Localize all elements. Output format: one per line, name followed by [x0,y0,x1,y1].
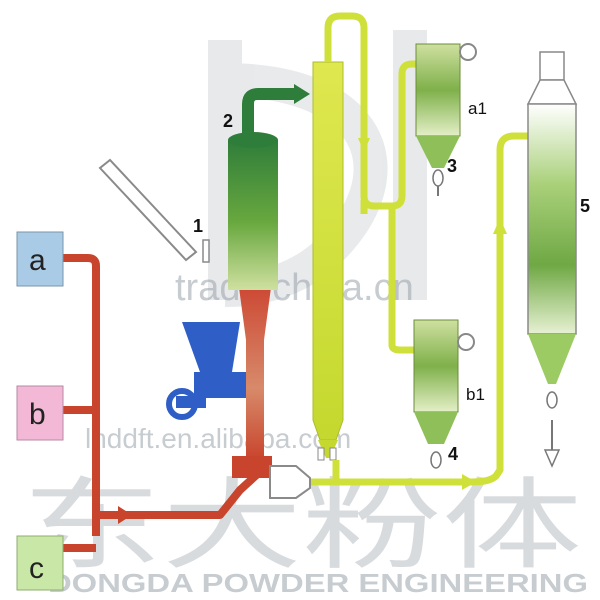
label-2: 2 [223,111,233,131]
watermark-trade: trade.china.cn [175,267,414,309]
feed-chute [98,158,210,263]
red-feed-pipes [62,254,265,552]
feed-arrow-icon [118,506,132,524]
input-box-c-label: c [29,552,44,585]
riser-column [312,61,344,461]
watermark-site: lnddft.en.alibaba.com [85,423,351,454]
flow-arrow-right-icon [462,474,476,490]
input-box-a: a [16,231,64,287]
discharge-arrow-icon [543,449,561,468]
label-5: 5 [580,196,590,216]
reactor-column [232,280,272,478]
input-box-b-label: b [29,398,46,431]
label-b1: b1 [466,385,485,404]
flow-arrow-up-icon [493,218,507,234]
separator-unit [269,465,311,499]
flow-arrow-down-icon [358,138,370,152]
label-3: 3 [447,156,457,176]
label-4: 4 [448,444,458,464]
cyclone-a1 [415,43,477,196]
label-a1: a1 [468,99,487,118]
input-box-b: b [16,385,64,441]
yellow-pipes [302,12,530,486]
input-box-a-label: a [29,244,46,277]
screw-feeder [166,322,254,420]
cyclone-b1 [413,319,475,469]
green-tower [228,84,310,290]
storage-silo [526,51,578,468]
input-box-c: c [16,535,64,591]
tower-outlet-arrow-icon [294,84,310,104]
label-1: 1 [193,216,203,236]
watermark-brand-en: DONGDA POWDER ENGINEERING [48,568,588,598]
